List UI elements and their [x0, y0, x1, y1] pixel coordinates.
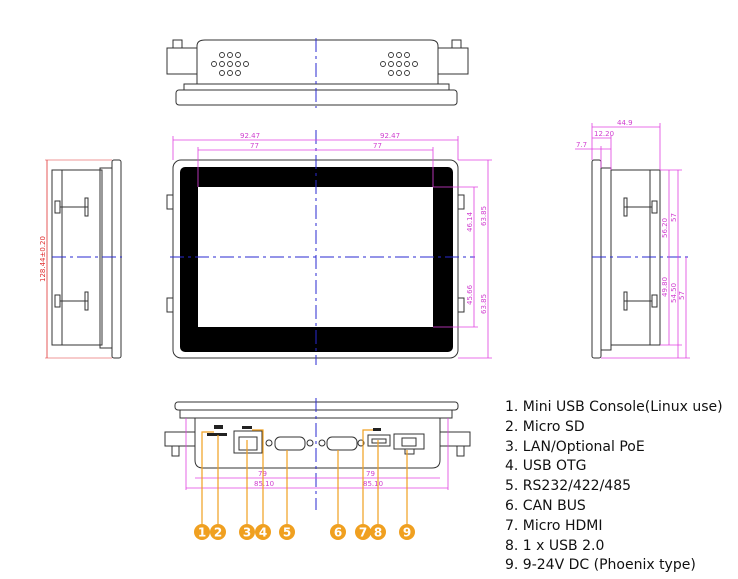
dim-label: 85.10 — [363, 480, 383, 488]
dim-label: 63.85 — [480, 206, 488, 226]
left-side-view: 128.44±0.20 — [39, 159, 122, 359]
dim-label: 128.44±0.20 — [39, 236, 47, 282]
callout-marker — [330, 524, 346, 540]
callout-number: 5 — [283, 526, 291, 540]
legend-item: 6. CAN BUS — [505, 497, 586, 514]
port-legend: 1. Mini USB Console(Linux use) 2. Micro … — [505, 398, 723, 576]
callout-number: 8 — [374, 526, 382, 540]
callout-number: 9 — [403, 526, 411, 540]
dim-label: 92.47 — [240, 132, 260, 140]
dim-label: 57 — [670, 213, 678, 222]
dim-label: 7.7 — [576, 141, 587, 149]
dim-label: 12.20 — [594, 130, 614, 138]
callout-number: 2 — [214, 526, 222, 540]
legend-item: 9. 9-24V DC (Phoenix type) — [505, 557, 696, 574]
callout-number: 6 — [334, 526, 342, 540]
dim-label: 45.66 — [466, 284, 474, 305]
callout-marker — [210, 524, 226, 540]
callout-marker — [399, 524, 415, 540]
dim-label: 57 — [678, 291, 686, 300]
dim-label: 85.10 — [254, 480, 274, 488]
dim-label: 77 — [373, 142, 382, 150]
callout-number: 1 — [198, 526, 206, 540]
callout-leader — [362, 429, 373, 524]
dim-label: 63.85 — [480, 294, 488, 314]
dim-label: 44.9 — [617, 119, 633, 127]
legend-item: 4. USB OTG — [505, 458, 587, 475]
legend-item: 2. Micro SD — [505, 418, 585, 435]
callout-marker — [355, 524, 371, 540]
dim-label: 54.50 — [670, 283, 678, 303]
dim-label: 46.14 — [466, 211, 474, 232]
callout-marker — [370, 524, 386, 540]
callout-leader — [201, 431, 214, 524]
legend-item: 3. LAN/Optional PoE — [505, 438, 645, 455]
dim-label: 56.20 — [661, 218, 669, 238]
callout-marker — [239, 524, 255, 540]
callout-marker — [194, 524, 210, 540]
legend-item: 8. 1 x USB 2.0 — [505, 537, 605, 554]
callout-marker — [279, 524, 295, 540]
dim-label: 92.47 — [380, 132, 400, 140]
legend-item: 7. Micro HDMI — [505, 517, 603, 534]
dim-label: 77 — [250, 142, 259, 150]
top-view — [166, 38, 469, 108]
dim-label: 79 — [366, 470, 375, 478]
callout-number: 3 — [243, 526, 251, 540]
right-side-view: 44.9 12.20 7.7 56.20 57 49.80 54.50 57 — [575, 119, 690, 359]
legend-item: 5. RS232/422/485 — [505, 478, 632, 495]
legend-item: 1. Mini USB Console(Linux use) — [505, 399, 723, 415]
callout-number: 7 — [359, 526, 367, 540]
callout-leader — [252, 429, 264, 524]
front-view: 92.47 92.47 77 77 46.14 45.66 63.85 63.8… — [166, 130, 492, 365]
dim-label: 49.80 — [661, 277, 669, 297]
callout-number: 4 — [259, 526, 267, 540]
callout-marker — [255, 524, 271, 540]
